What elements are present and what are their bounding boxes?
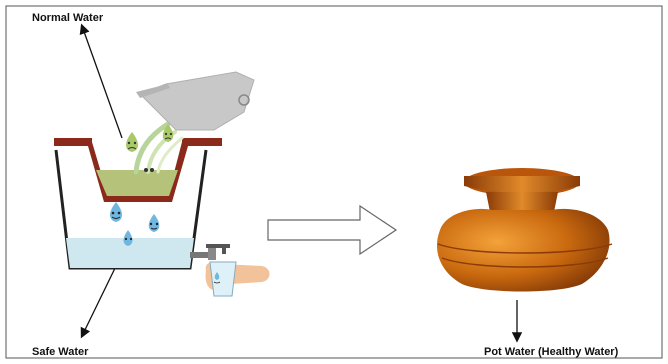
water-stream (136, 124, 168, 172)
tap-icon (190, 244, 230, 260)
arrow-normal-water (82, 26, 122, 138)
arrow-right-icon (268, 206, 396, 254)
arrow-safe-water (82, 262, 118, 336)
label-normal-water: Normal Water (32, 12, 103, 24)
pouring-jug-icon (136, 72, 254, 130)
glass-hand-icon (206, 262, 270, 296)
label-pot-water: Pot Water (Healthy Water) (484, 346, 618, 358)
smile-drop-icon (110, 202, 122, 222)
clay-pot-icon (437, 168, 612, 292)
label-safe-water: Safe Water (32, 346, 88, 358)
smile-drop-icon (149, 214, 160, 232)
frown-drop-icon (126, 132, 138, 152)
smile-drop-icon (124, 230, 133, 246)
